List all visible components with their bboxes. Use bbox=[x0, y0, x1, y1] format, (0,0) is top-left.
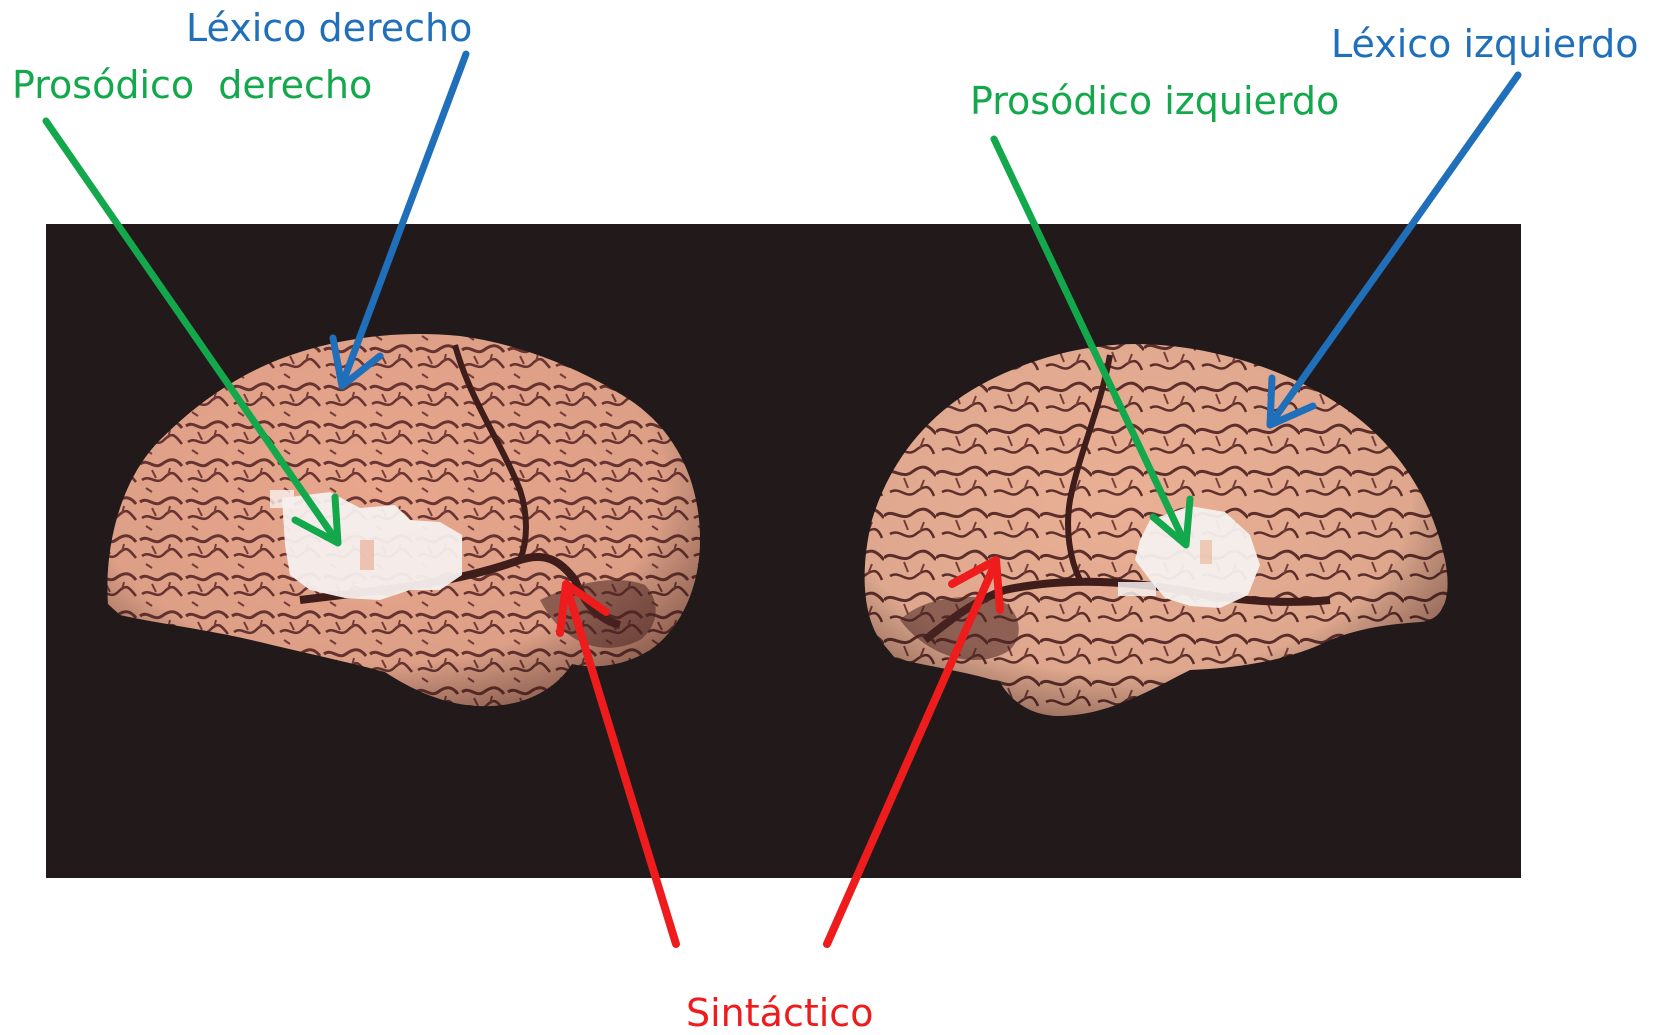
arrow-sintactico-izquierdo bbox=[823, 556, 1004, 948]
label-prosodico-derecho: Prosódico derecho bbox=[12, 63, 373, 107]
arrow-lexico-izquierdo bbox=[1266, 71, 1522, 429]
arrow-prosodico-izquierdo bbox=[990, 135, 1194, 549]
arrow-lexico-derecho bbox=[329, 50, 470, 390]
label-sintactico: Sintáctico bbox=[686, 991, 874, 1035]
arrow-prosodico-derecho bbox=[42, 117, 342, 547]
right-activation-area bbox=[270, 490, 462, 600]
arrow-sintactico-derecho bbox=[556, 580, 680, 948]
label-prosodico-izquierdo: Prosódico izquierdo bbox=[970, 79, 1340, 123]
label-lexico-izquierdo: Léxico izquierdo bbox=[1331, 22, 1639, 66]
label-lexico-derecho: Léxico derecho bbox=[186, 6, 473, 50]
